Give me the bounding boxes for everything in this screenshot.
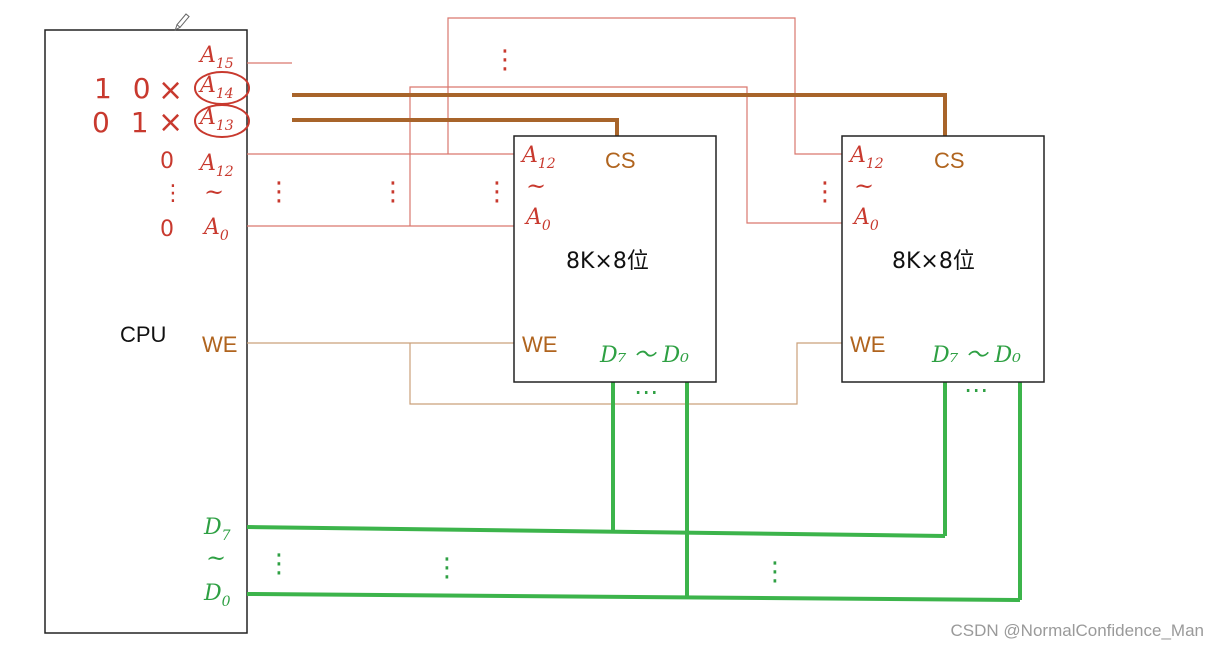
chip1-a12: A12	[520, 143, 556, 172]
chip2-cs: CS	[934, 148, 965, 173]
d7-bus	[246, 525, 946, 538]
cpu-pin-a0: A0	[202, 215, 229, 244]
row1-mark: ×	[158, 73, 183, 108]
chip1-tilde: ~	[526, 172, 546, 200]
pencil-icon	[174, 13, 190, 31]
chip1-a0: A0	[524, 205, 551, 234]
a12-route-chip2	[447, 17, 842, 155]
row2-digits: 0 1	[92, 106, 155, 139]
row2-mark: ×	[158, 105, 183, 140]
chip1-capacity: 8K×8位	[566, 249, 649, 274]
address-lines	[247, 17, 842, 227]
address-dots: ⋮ ⋮ ⋮ ⋮ ⋮	[266, 45, 838, 207]
cpu-pin-a15: A15	[198, 43, 234, 72]
chip1-data: D₇ ～ D₀	[599, 343, 689, 368]
vdots-data-1: ⋮	[266, 549, 292, 579]
we-route-chip2	[409, 342, 842, 405]
vdots-data-3: ⋮	[762, 557, 788, 587]
chip2-tilde: ~	[854, 172, 874, 200]
cs-line-chip2	[292, 93, 947, 136]
hdots-chip2: ⋯	[964, 376, 988, 404]
chip1-labels: A12 ~ A0 CS 8K×8位 WE D₇ ～ D₀	[520, 143, 689, 368]
chip2-a12: A12	[848, 143, 884, 172]
cpu-title: CPU	[120, 322, 166, 347]
cpu-pin-a14: A14	[198, 73, 234, 102]
chip2-labels: A12 ~ A0 CS 8K×8位 WE D₇ ～ D₀	[848, 143, 1021, 368]
chip1-cs: CS	[605, 148, 636, 173]
vdots-addr-3: ⋮	[484, 177, 510, 207]
cs-lines	[292, 93, 947, 136]
vdots-addr-4: ⋮	[812, 177, 838, 207]
cpu-pin-a13: A13	[198, 105, 234, 134]
chip2-we: WE	[850, 332, 885, 357]
cpu-pin-d0: D0	[203, 581, 231, 610]
zero-vdots: ⋮	[162, 181, 184, 206]
zero-top: 0	[160, 149, 174, 174]
cpu-pin-tilde: ~	[204, 178, 224, 206]
chip2-box	[841, 135, 1045, 383]
cs-line-chip1	[292, 118, 619, 136]
a13-circle	[194, 104, 250, 138]
watermark: CSDN @NormalConfidence_Man	[951, 621, 1204, 640]
d0-bus	[246, 592, 1021, 602]
data-dots: ⋮ ⋮ ⋮ ⋯ ⋯	[266, 376, 988, 587]
a0-route-chip2	[409, 86, 842, 226]
cpu-pin-we: WE	[202, 332, 237, 357]
data-bus	[246, 382, 1022, 602]
cpu-box	[44, 29, 248, 634]
cpu-pin-d7: D7	[203, 515, 231, 544]
zero-bottom: 0	[160, 217, 174, 242]
chip2-a0: A0	[852, 205, 879, 234]
chip2-capacity: 8K×8位	[892, 249, 975, 274]
vdots-addr-1: ⋮	[266, 177, 292, 207]
we-lines	[247, 342, 842, 405]
row1-digits: 1 0	[94, 72, 157, 105]
vdots-addr-2: ⋮	[380, 177, 406, 207]
hdots-chip1: ⋯	[634, 378, 658, 406]
chip1-we: WE	[522, 332, 557, 357]
cpu-pin-a12: A12	[198, 151, 234, 180]
vdots-addr-top: ⋮	[492, 45, 518, 75]
chip2-data: D₇ ～ D₀	[931, 343, 1021, 368]
cpu-pin-tilde-data: ~	[206, 544, 226, 572]
chip1-box	[513, 135, 717, 383]
vdots-data-2: ⋮	[434, 553, 460, 583]
